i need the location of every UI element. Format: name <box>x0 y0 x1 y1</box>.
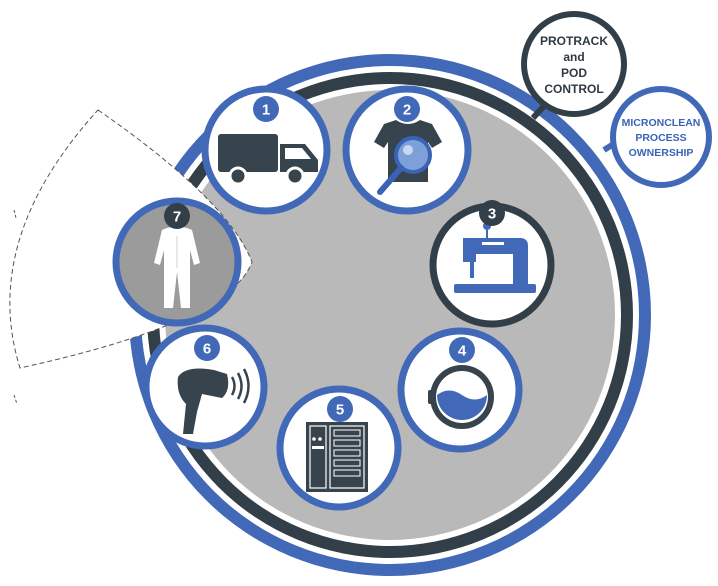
coverall-suit-icon <box>154 226 200 308</box>
microclean-label-line2: PROCESS <box>635 132 686 144</box>
sewing-machine-icon <box>454 222 536 293</box>
microclean-label-line1: MICRONCLEAN <box>622 117 701 129</box>
barcode-scanner-icon <box>177 368 250 434</box>
step-6-number: 6 <box>203 341 211 358</box>
microclean-label-line3: OWNERSHIP <box>629 147 694 159</box>
step-1-number-badge: 1 <box>253 96 279 122</box>
step-5-number-badge: 5 <box>327 396 353 422</box>
delivery-truck-icon <box>218 134 318 186</box>
step-6-node[interactable]: 6 <box>142 324 268 450</box>
step-2-node[interactable]: 2 <box>342 85 472 215</box>
washing-machine-icon <box>428 365 494 429</box>
step-3-node[interactable]: 3 <box>429 200 555 328</box>
wedge-stray-mark-top <box>13 209 17 219</box>
step-6-number-badge: 6 <box>194 335 220 361</box>
protrack-label-line4: CONTROL <box>544 82 603 96</box>
protrack-label-line3: POD <box>561 66 587 80</box>
garment-inspection-icon <box>374 120 442 195</box>
step-3-number: 3 <box>488 206 496 223</box>
step-5-node[interactable]: 5 <box>276 385 402 511</box>
step-4-node[interactable]: 4 <box>397 327 523 453</box>
protrack-badge: PROTRACK and POD CONTROL <box>521 11 627 117</box>
protrack-label-line1: PROTRACK <box>540 34 608 48</box>
step-5-number: 5 <box>336 402 344 419</box>
step-2-number: 2 <box>403 102 411 119</box>
step-4-number: 4 <box>458 343 467 360</box>
step-1-node[interactable]: 1 <box>201 85 331 215</box>
step-3-number-badge: 3 <box>479 200 505 226</box>
step-7-number: 7 <box>173 209 181 226</box>
cleanroom-cabinet-icon <box>306 422 368 492</box>
microclean-badge: MICRONCLEAN PROCESS OWNERSHIP <box>610 86 712 188</box>
step-2-number-badge: 2 <box>394 96 420 122</box>
step-1-number: 1 <box>262 102 270 119</box>
wedge-stray-mark-bottom <box>13 394 18 405</box>
protrack-label-line2: and <box>563 50 584 64</box>
step-7-number-badge: 7 <box>164 203 190 229</box>
step-7-node[interactable]: 7 <box>112 197 242 327</box>
step-4-number-badge: 4 <box>449 337 475 363</box>
